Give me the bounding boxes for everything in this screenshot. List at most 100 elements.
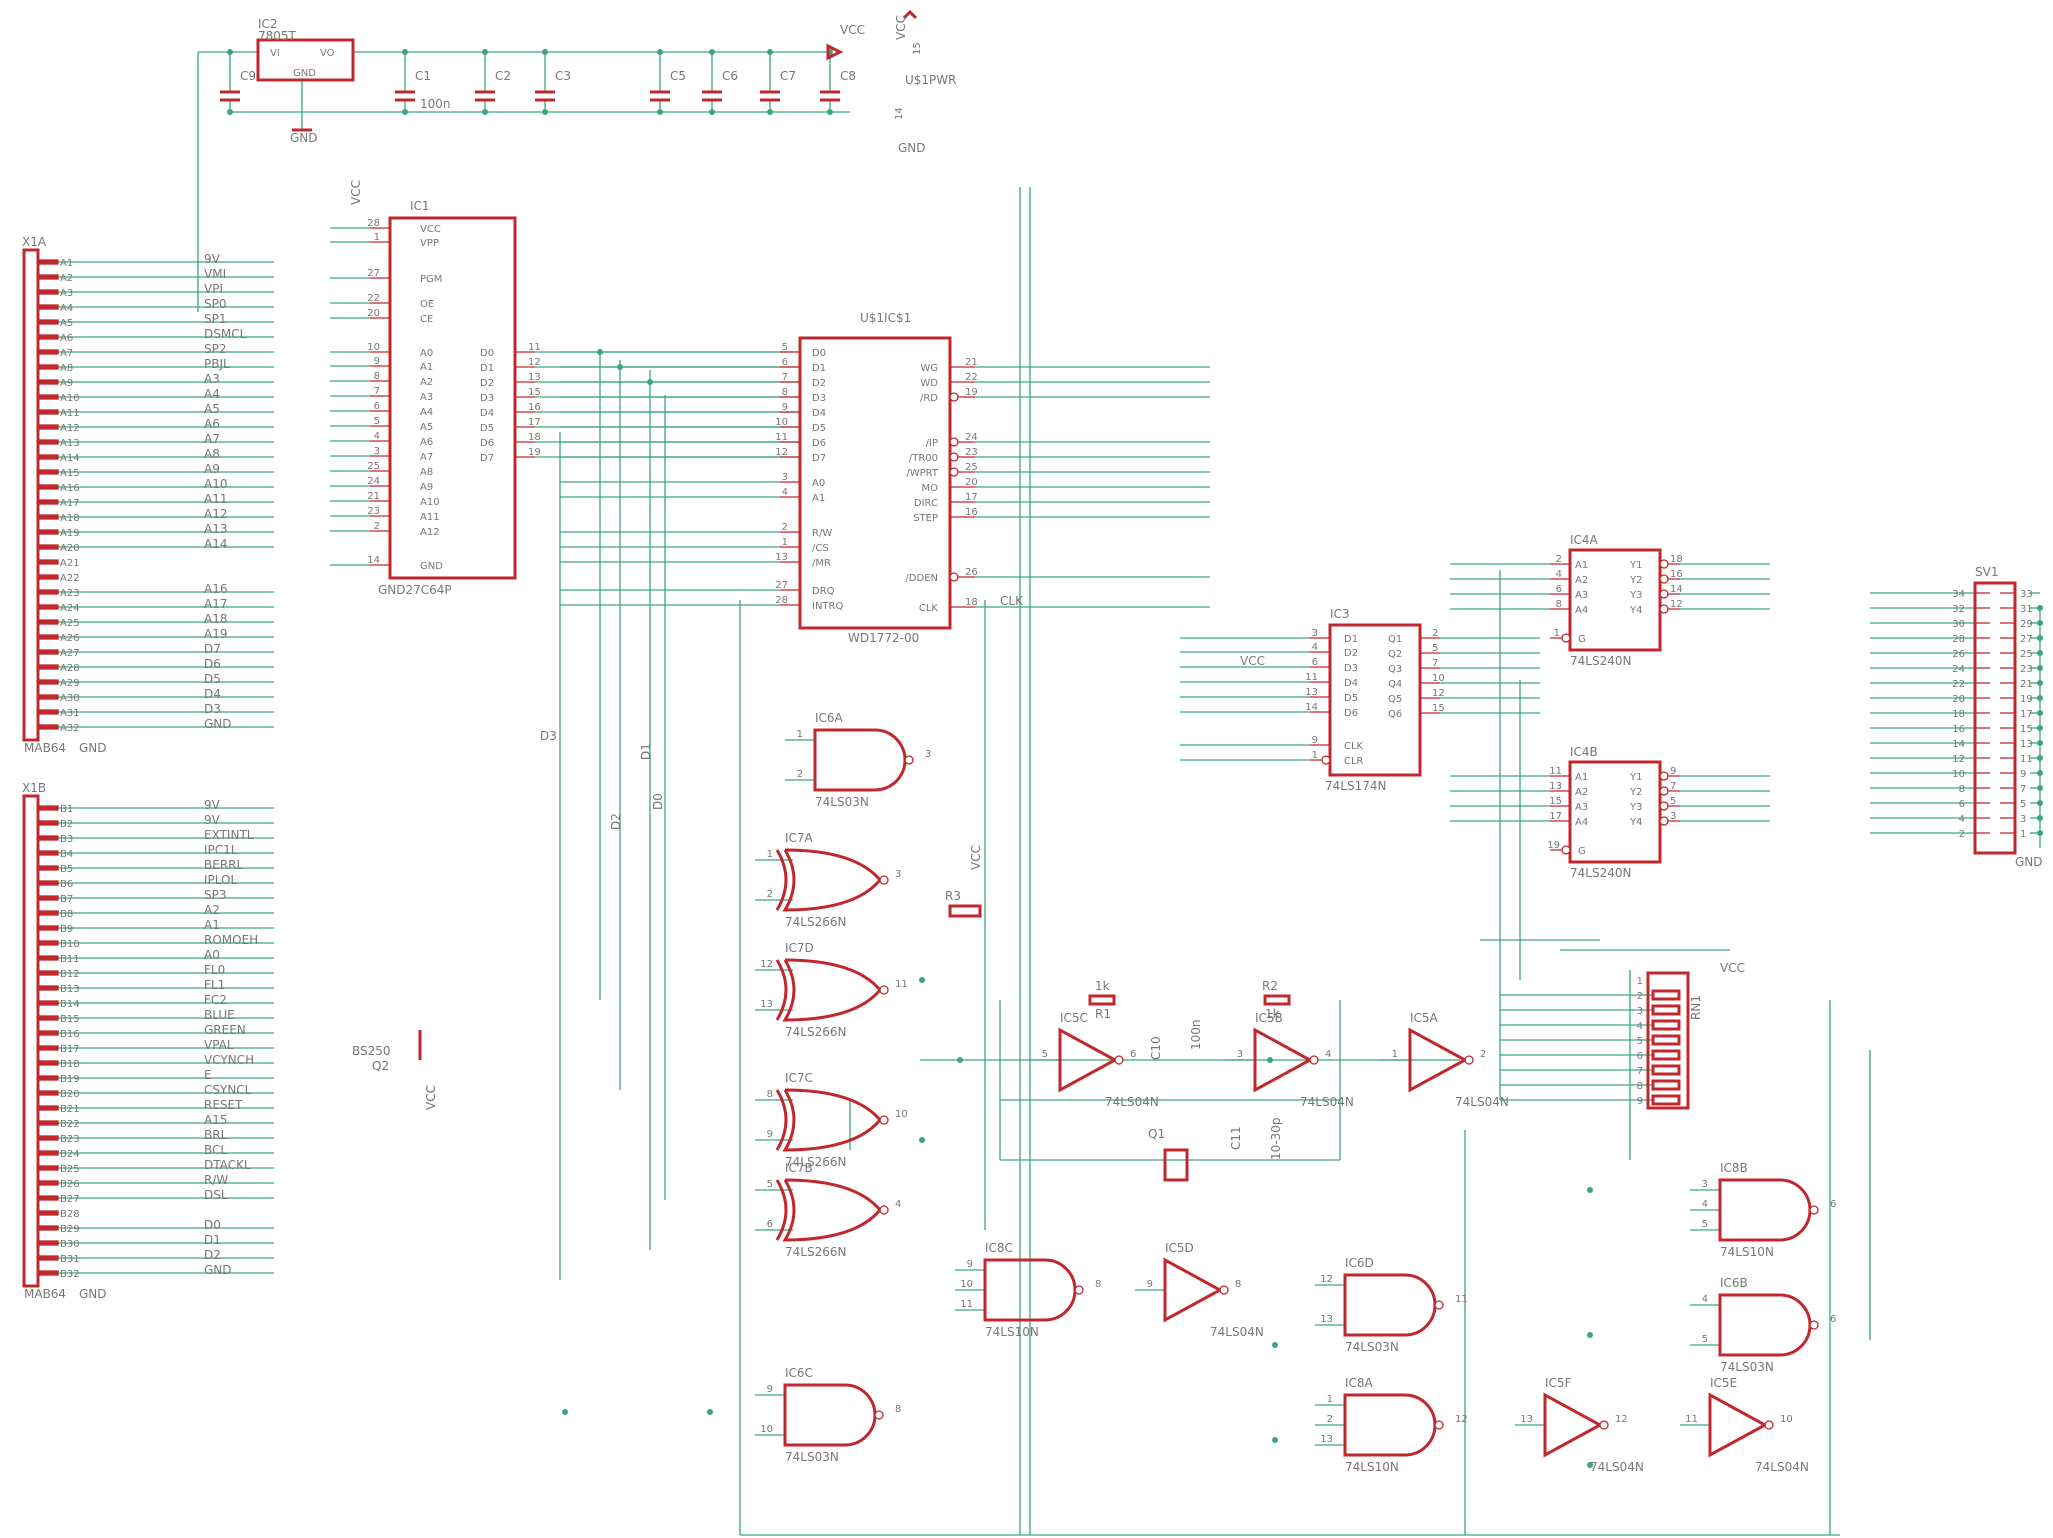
ic1-pinno: 4	[374, 431, 380, 442]
net-FC2: FC2	[204, 993, 227, 1007]
pin-label-B25: B25	[60, 1164, 80, 1175]
net-A5: A5	[204, 402, 220, 416]
pin-label-B12: B12	[60, 969, 80, 980]
net-A16: A16	[204, 582, 227, 596]
inversion-bubble	[1809, 1320, 1819, 1330]
net-A17: A17	[204, 597, 227, 611]
pin-label-B29: B29	[60, 1224, 80, 1235]
xor-arc	[775, 959, 788, 1021]
ic2-vo: VO	[320, 48, 335, 59]
pin-label-A30: A30	[60, 693, 80, 704]
resistor-r1	[1088, 994, 1116, 1006]
net-SP2: SP2	[204, 342, 227, 356]
pinno: 10	[960, 1279, 973, 1290]
inversion-bubble	[1321, 755, 1331, 765]
net-CSYNCL: CSYNCL	[204, 1083, 252, 1097]
r1-name: R1	[1095, 1007, 1111, 1021]
inversion-bubble	[879, 1205, 889, 1215]
pin-label-B31: B31	[60, 1254, 80, 1265]
buf-out-Y4: Y4	[1629, 817, 1642, 828]
buf-out-Y3: Y3	[1629, 590, 1642, 601]
pin-A21	[37, 559, 59, 565]
inversion-bubble	[1659, 559, 1669, 569]
bus-d3: D3	[540, 729, 557, 743]
pinno: 2	[767, 889, 773, 900]
pin-A28	[37, 664, 59, 670]
pin-A3	[37, 289, 59, 295]
ic5c-name: IC5C	[1060, 1011, 1088, 1025]
ic8a-name: IC8A	[1345, 1376, 1374, 1390]
ic3-in-D3: D3	[1344, 663, 1358, 674]
pin-A16	[37, 484, 59, 490]
pin-B24	[37, 1150, 59, 1156]
pin-label-B5: B5	[60, 864, 73, 875]
r3-name: R3	[945, 889, 961, 903]
ic5a-gate	[1408, 1027, 1469, 1093]
fdc-pin-D6: D6	[812, 438, 826, 449]
ic1-pinno: 5	[374, 416, 380, 427]
inversion-bubble	[904, 755, 914, 765]
pinno: 2	[1327, 1414, 1333, 1425]
ic1-pinno: 25	[367, 461, 380, 472]
pinno: 1	[1327, 1394, 1333, 1405]
fdc-pin-/TR00: /TR00	[909, 453, 938, 464]
pin-B19	[37, 1075, 59, 1081]
sv1-pin-23: 23	[2020, 664, 2033, 675]
pin-A18	[37, 514, 59, 520]
pinno: 5	[1702, 1334, 1708, 1345]
ic5b-value: 74LS04N	[1300, 1095, 1354, 1109]
net-BERRL: BERRL	[204, 858, 243, 872]
pinno: 15	[1432, 703, 1445, 714]
pin-B20	[37, 1090, 59, 1096]
pin-A19	[37, 529, 59, 535]
q2-value: BS250	[352, 1044, 391, 1058]
pin-label-A29: A29	[60, 678, 80, 689]
junction	[482, 109, 488, 115]
sv1-pin-10: 10	[1952, 769, 1965, 780]
ic3-out-Q2: Q2	[1388, 649, 1402, 660]
sv1-pin-17: 17	[2020, 709, 2033, 720]
ic1-pin-D3: D3	[480, 393, 494, 404]
pin-B5	[37, 865, 59, 871]
pin-A20	[37, 544, 59, 550]
pinno: 15	[1549, 796, 1562, 807]
pin-label-A4: A4	[60, 303, 73, 314]
pinno: 3	[1237, 1049, 1243, 1060]
pin-label-A28: A28	[60, 663, 80, 674]
cap-C5: C5	[670, 69, 686, 83]
pin-A10	[37, 394, 59, 400]
pinno: 10	[1780, 1414, 1793, 1425]
pinno: 8	[1095, 1279, 1101, 1290]
ic1-pin-A1: A1	[420, 362, 433, 373]
pinno: 5	[767, 1179, 773, 1190]
net-A13: A13	[204, 522, 227, 536]
pin-B32	[37, 1270, 59, 1276]
pin-label-B17: B17	[60, 1044, 80, 1055]
xor-arc	[775, 1089, 788, 1151]
ic1-pinno: 24	[367, 476, 380, 487]
sv1-pin-27: 27	[2020, 634, 2033, 645]
net-A6: A6	[204, 417, 220, 431]
net-GND: GND	[204, 717, 232, 731]
pinno: 13	[1320, 1434, 1333, 1445]
pinno: 11	[1455, 1294, 1468, 1305]
pinno: 6	[1830, 1314, 1836, 1325]
pinno: 1	[1392, 1049, 1398, 1060]
buf-out-Y1: Y1	[1629, 560, 1642, 571]
pin-label-B20: B20	[60, 1089, 80, 1100]
pinno: 9	[1312, 735, 1318, 746]
pin-A25	[37, 619, 59, 625]
q1-name: Q1	[1148, 1127, 1165, 1141]
pinno: 4	[1325, 1049, 1331, 1060]
pinno: 4	[1312, 642, 1318, 653]
junction	[709, 49, 715, 55]
sv1-pin-31: 31	[2020, 604, 2033, 615]
pinno: 2	[1556, 554, 1562, 565]
buf-out-Y3: Y3	[1629, 802, 1642, 813]
pin-label-A19: A19	[60, 528, 80, 539]
ic1-pin-CE: CE	[420, 314, 433, 325]
ic3-in-CLR: CLR	[1344, 756, 1364, 767]
pin-B21	[37, 1105, 59, 1111]
rn1-pin-3: 3	[1637, 1006, 1643, 1017]
